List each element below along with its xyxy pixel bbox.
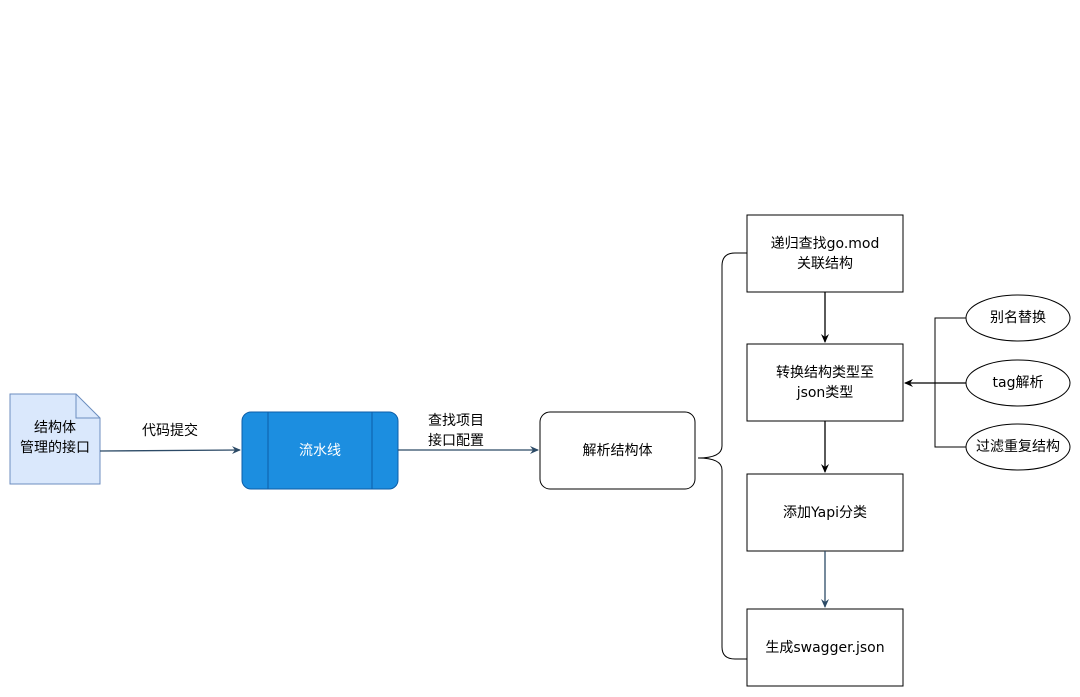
interface-doc-fold	[75, 394, 100, 419]
gen-swagger-node[interactable]: 生成swagger.json	[747, 609, 903, 686]
find-config-edge-label: 查找项目 接口配置	[412, 411, 500, 451]
gen-swagger-shape	[746, 608, 904, 687]
find-config-line2: 接口配置	[428, 433, 484, 449]
alias-replace-label: 别名替换	[990, 310, 1046, 326]
brace-connector	[697, 252, 747, 660]
commit-edge-label: 代码提交	[142, 423, 198, 439]
recurse-gomod-line2: 关联结构	[797, 255, 853, 272]
parse-struct-node[interactable]: 解析结构体	[540, 412, 695, 489]
gen-swagger-label: 生成swagger.json	[765, 639, 885, 656]
interface-doc-line1: 结构体	[34, 420, 76, 436]
add-yapi-node[interactable]: 添加Yapi分类	[747, 474, 903, 551]
pipeline-node[interactable]: 流水线	[268, 412, 372, 489]
filter-dup-label: 过滤重复结构	[976, 439, 1060, 455]
convert-json-line1: 转换结构类型至	[776, 364, 874, 381]
convert-json-node[interactable]: 转换结构类型至 json类型	[747, 344, 903, 421]
edge-commit	[99, 446, 241, 455]
find-config-line1: 查找项目	[428, 413, 484, 429]
convert-json-shape	[746, 343, 904, 422]
add-yapi-label: 添加Yapi分类	[783, 504, 867, 521]
interface-doc-line2: 管理的接口	[20, 440, 90, 456]
recurse-gomod-node[interactable]: 递归查找go.mod 关联结构	[747, 215, 903, 292]
recurse-gomod-shape	[746, 214, 904, 293]
recurse-gomod-line1: 递归查找go.mod	[770, 235, 880, 252]
convert-json-line2: json类型	[796, 384, 854, 401]
filter-dup-node[interactable]: 过滤重复结构	[966, 424, 1070, 470]
parse-struct-label: 解析结构体	[582, 442, 653, 459]
tag-parse-label: tag解析	[992, 375, 1044, 391]
interface-doc-label: 结构体 管理的接口	[10, 418, 100, 458]
tag-parse-node[interactable]: tag解析	[966, 360, 1070, 406]
alias-replace-node[interactable]: 别名替换	[966, 295, 1070, 341]
pipeline-label: 流水线	[299, 442, 341, 459]
parse-struct-shape	[539, 411, 696, 490]
